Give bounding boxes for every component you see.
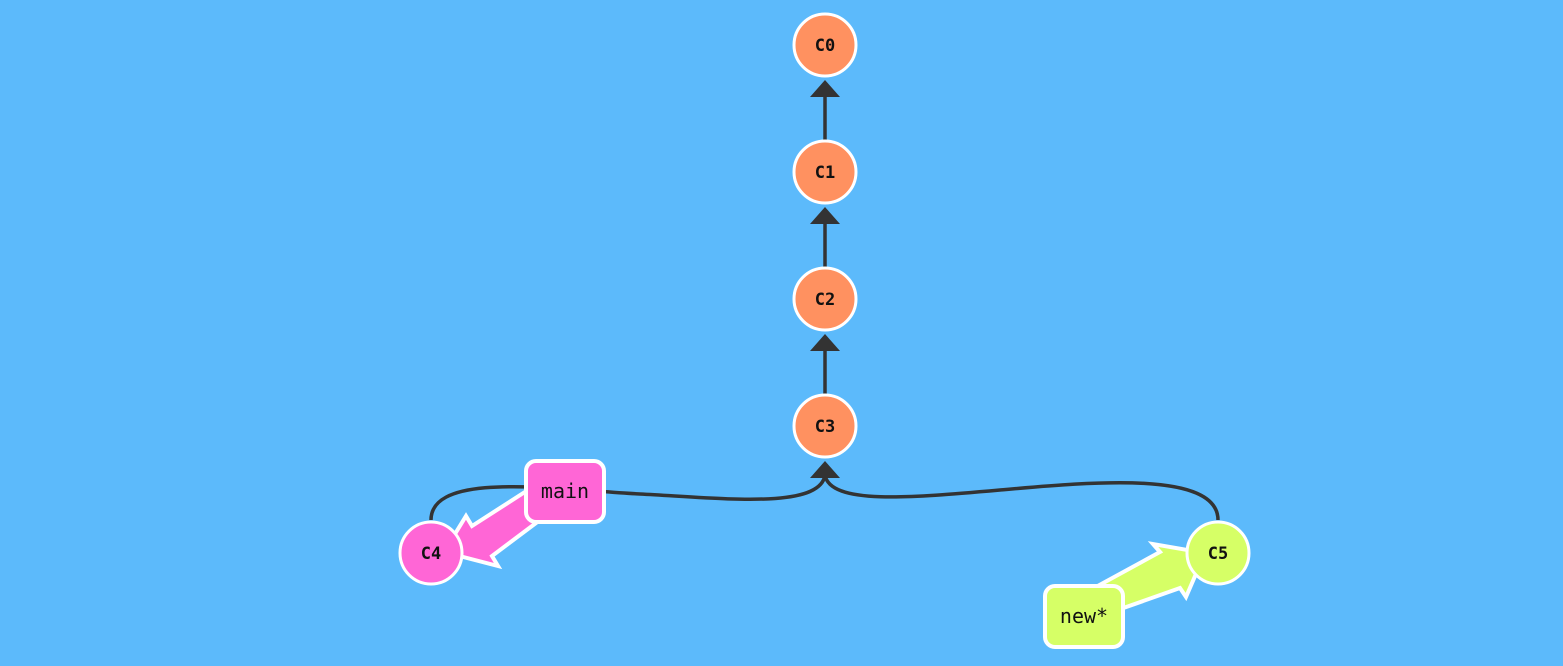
commit-label: C4 xyxy=(421,544,441,564)
commit-c4[interactable]: C4 xyxy=(398,520,464,586)
arrowhead-c3 xyxy=(810,461,840,478)
commit-c1[interactable]: C1 xyxy=(792,139,858,205)
branch-label: main xyxy=(541,479,589,503)
commit-label: C0 xyxy=(815,36,835,56)
commit-c5[interactable]: C5 xyxy=(1185,520,1251,586)
arrowhead-c2 xyxy=(810,334,840,351)
commit-c2[interactable]: C2 xyxy=(792,266,858,332)
branch-new[interactable]: new* xyxy=(1043,584,1125,649)
arrowhead-c0 xyxy=(810,80,840,97)
arrowheads xyxy=(810,80,840,478)
branch-label: new* xyxy=(1060,604,1108,628)
commit-c3[interactable]: C3 xyxy=(792,393,858,459)
branch-main[interactable]: main xyxy=(524,459,606,524)
commit-label: C1 xyxy=(815,163,835,183)
arrowhead-c1 xyxy=(810,207,840,224)
commit-label: C3 xyxy=(815,417,835,437)
commit-label: C2 xyxy=(815,290,835,310)
edge-c5-c3 xyxy=(823,474,1220,521)
edges xyxy=(429,95,1220,521)
edge-c4-c3 xyxy=(429,474,827,521)
commit-label: C5 xyxy=(1208,544,1228,564)
commit-c0[interactable]: C0 xyxy=(792,12,858,78)
